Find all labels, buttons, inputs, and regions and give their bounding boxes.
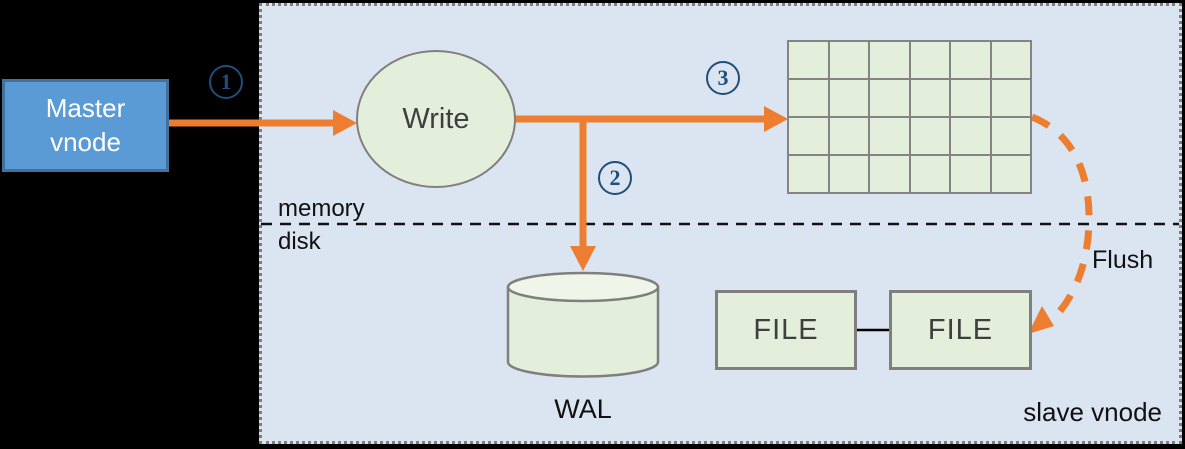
step-1-badge: 1	[209, 65, 243, 99]
memtable-cell	[829, 118, 868, 154]
file-box-2: FILE	[889, 290, 1032, 370]
step-3-number: 3	[717, 65, 729, 90]
memtable-cell	[789, 42, 828, 78]
flush-label: Flush	[1092, 246, 1154, 274]
wal-label: WAL	[554, 394, 612, 424]
memtable-cell	[870, 118, 909, 154]
memtable-cell	[910, 118, 949, 154]
disk-label: disk	[278, 228, 321, 255]
file-box-1: FILE	[715, 290, 857, 370]
memtable-cell	[951, 42, 990, 78]
memtable-cell	[829, 80, 868, 116]
memtable-cell	[991, 118, 1030, 154]
memtable-cell	[910, 156, 949, 192]
memtable-grid	[787, 40, 1032, 194]
memtable-cell	[829, 156, 868, 192]
step-2-number: 2	[609, 165, 621, 190]
write-node: Write	[356, 50, 516, 188]
memtable-cell	[829, 42, 868, 78]
memtable-cell	[789, 118, 828, 154]
memtable-cell	[870, 156, 909, 192]
master-vnode-box: Master vnode	[2, 79, 169, 172]
memtable-cell	[870, 42, 909, 78]
master-vnode-label-line2: vnode	[50, 126, 121, 157]
write-node-label: Write	[402, 102, 470, 135]
memtable-cell	[951, 118, 990, 154]
memtable-cell	[951, 80, 990, 116]
master-vnode-label-line1: Master	[45, 92, 126, 123]
step-3-badge: 3	[706, 61, 740, 95]
file-box-2-label: FILE	[927, 313, 994, 346]
memtable-cell	[991, 156, 1030, 192]
file-box-1-label: FILE	[753, 313, 819, 346]
memtable-cell	[789, 156, 828, 192]
memtable-cell	[910, 80, 949, 116]
memtable-cell	[991, 42, 1030, 78]
memtable-cell	[910, 42, 949, 78]
memtable-cell	[951, 156, 990, 192]
memtable-cell	[789, 80, 828, 116]
memory-label: memory	[278, 195, 365, 222]
memtable-cell	[870, 80, 909, 116]
memtable-cell	[991, 80, 1030, 116]
slave-vnode-label: slave vnode	[1023, 397, 1162, 427]
step-2-badge: 2	[598, 161, 632, 195]
step-1-number: 1	[220, 69, 232, 94]
